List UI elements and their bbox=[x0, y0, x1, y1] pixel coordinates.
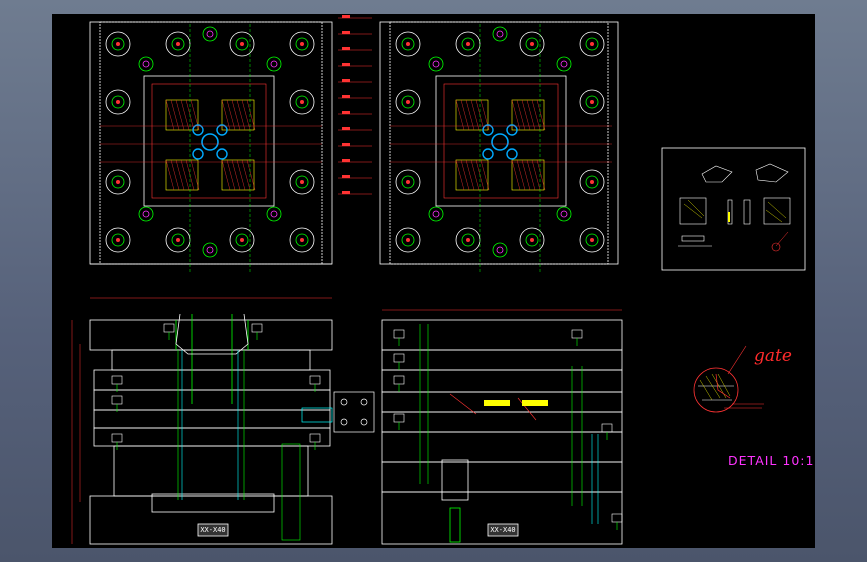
section-view-b bbox=[381, 309, 623, 545]
cad-drawing-canvas[interactable]: gate DETAIL 10:1 XX-X40 XX-X40 bbox=[52, 14, 815, 548]
detail-scale-label: DETAIL 10:1 bbox=[728, 453, 815, 468]
gate-detail-view bbox=[693, 345, 764, 413]
section-b-tag: XX-X40 bbox=[490, 526, 516, 534]
product-part-views bbox=[661, 147, 806, 271]
side-lock-block bbox=[301, 391, 375, 433]
cad-drawing bbox=[71, 15, 806, 545]
section-view-a bbox=[71, 297, 333, 545]
plan-view-moving-half bbox=[89, 21, 333, 272]
section-a-tag: XX-X40 bbox=[200, 526, 226, 534]
plan-dimension-ladder bbox=[338, 15, 372, 195]
bolt-markers bbox=[111, 323, 623, 530]
plan-view-fixed-half bbox=[379, 21, 619, 272]
gate-label: gate bbox=[754, 346, 792, 366]
